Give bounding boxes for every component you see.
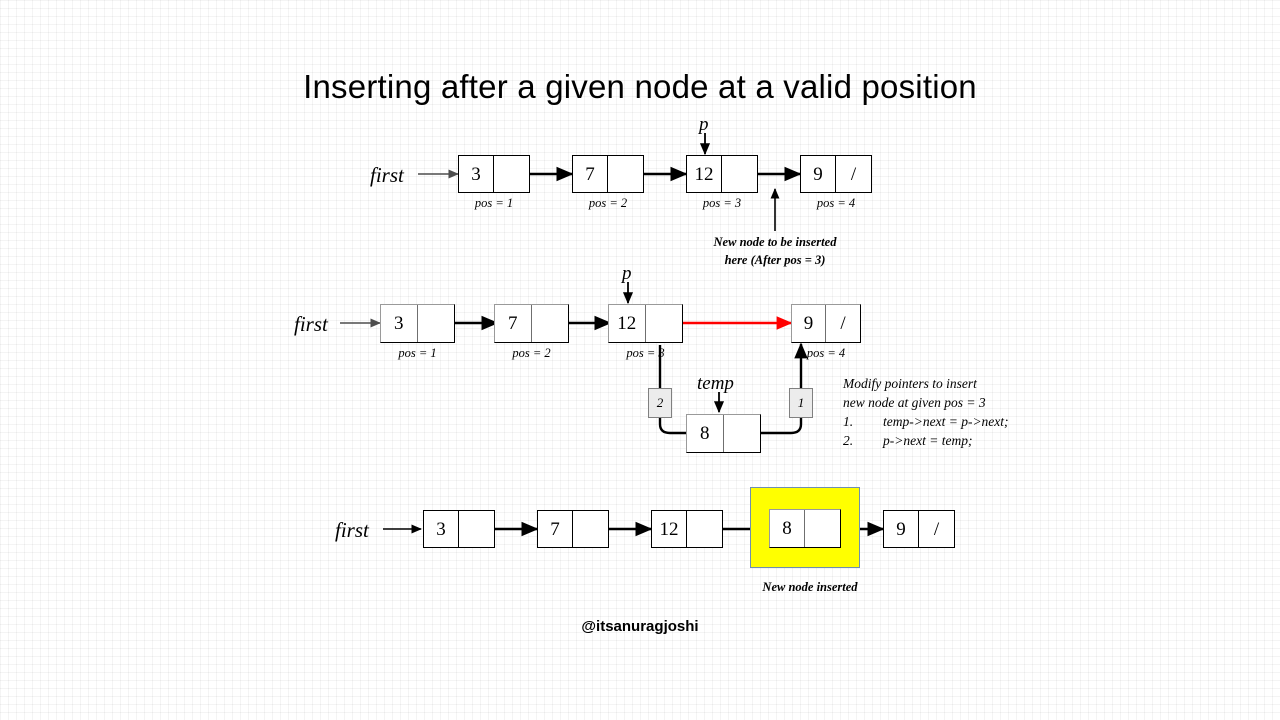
diagram2-node-3-link xyxy=(646,305,683,342)
diagram2-temp-label: temp xyxy=(697,373,734,394)
diagram3-node-5: 9 / xyxy=(883,510,955,548)
diagram1-node-4: 9 / xyxy=(800,155,872,193)
diagram3-node-4-new: 8 xyxy=(769,509,841,548)
diagram2-pos-3: pos = 3 xyxy=(626,346,665,360)
diagram1-insert-caption-line2: here (After pos = 3) xyxy=(724,253,826,268)
diagram2-node-1-data: 3 xyxy=(381,305,418,342)
diagram1-node-1: 3 xyxy=(458,155,530,193)
diagram3-node-1-data: 3 xyxy=(424,511,459,547)
diagram3-node-1: 3 xyxy=(423,510,495,548)
diagram1-node-2: 7 xyxy=(572,155,644,193)
diagram2-pos-1: pos = 1 xyxy=(398,346,437,360)
diagram1-node-3-data: 12 xyxy=(687,156,722,192)
diagram3-head-label: first xyxy=(335,518,369,542)
diagram2-node-1: 3 xyxy=(380,304,455,343)
page-title: Inserting after a given node at a valid … xyxy=(303,68,977,105)
diagram1-arrows xyxy=(418,133,802,231)
diagram1-insert-caption-line1: New node to be inserted xyxy=(713,235,837,249)
diagram3-node-2: 7 xyxy=(537,510,609,548)
diagram3-node-1-link xyxy=(459,511,494,547)
diagram2-node-2-link xyxy=(532,305,569,342)
diagram2-node-4: 9 / xyxy=(791,304,861,343)
diagram2-step-badge-2: 2 xyxy=(648,388,672,418)
diagram3-caption: New node inserted xyxy=(762,580,858,594)
diagram2-temp-node-data: 8 xyxy=(687,415,724,452)
diagram2-notes-step1-num: 1. xyxy=(843,414,854,430)
diagram1-node-3-link xyxy=(722,156,757,192)
diagram2-notes-step2-num: 2. xyxy=(843,433,854,449)
diagram2-temp-node-link xyxy=(724,415,761,452)
diagram2-node-3-data: 12 xyxy=(609,305,646,342)
diagram2-node-3: 12 xyxy=(608,304,683,343)
diagram3-node-3: 12 xyxy=(651,510,723,548)
diagram1-node-3: 12 xyxy=(686,155,758,193)
diagram2-notes-line2: new node at given pos = 3 xyxy=(843,395,986,411)
diagram2-node-4-link: / xyxy=(840,313,846,334)
diagram1-node-4-link: / xyxy=(850,163,857,185)
diagram2-notes-step2-text: p->next = temp; xyxy=(883,433,973,449)
diagram3-node-4-link xyxy=(805,510,840,547)
diagram1-pos-1: pos = 1 xyxy=(474,196,514,210)
diagram3-node-5-data: 9 xyxy=(884,511,919,547)
diagram3-node-3-link xyxy=(687,511,722,547)
diagram2-arrows xyxy=(340,282,808,435)
diagram2-notes-step2: 2. p->next = temp; xyxy=(843,431,1009,450)
diagram2-notes-step1: 1. temp->next = p->next; xyxy=(843,412,1009,431)
diagram2-temp-node: 8 xyxy=(686,414,761,453)
diagram2-notes: Modify pointers to insert new node at gi… xyxy=(843,374,1009,451)
diagram2-step-badge-1: 1 xyxy=(789,388,813,418)
diagram2-node-4-data: 9 xyxy=(792,305,826,342)
diagram2-node-2: 7 xyxy=(494,304,569,343)
diagram1-node-4-data: 9 xyxy=(801,156,836,192)
diagram2-pos-2: pos = 2 xyxy=(512,346,551,360)
diagram3-node-2-link xyxy=(573,511,608,547)
diagram3-node-5-link: / xyxy=(933,518,940,540)
diagram1-head-label: first xyxy=(370,163,404,187)
diagram2-node-2-data: 7 xyxy=(495,305,532,342)
diagram2-node-1-link xyxy=(418,305,455,342)
diagram1-node-1-data: 3 xyxy=(459,156,494,192)
diagram2-pointer-label-p: p xyxy=(622,263,632,284)
diagram1-node-2-data: 7 xyxy=(573,156,608,192)
diagram2-pos-4: pos = 4 xyxy=(806,346,846,360)
diagram1-node-2-link xyxy=(608,156,643,192)
diagram1-insert-caption: New node to be inserted here (After pos … xyxy=(675,233,875,269)
diagram1-pos-4: pos = 4 xyxy=(816,196,856,210)
diagram3-node-4-data: 8 xyxy=(770,510,805,547)
diagram1-node-1-link xyxy=(494,156,529,192)
diagram1-pos-2: pos = 2 xyxy=(588,196,628,210)
diagram2-notes-line1: Modify pointers to insert xyxy=(843,376,977,391)
diagram2-head-label: first xyxy=(294,312,328,336)
author-handle: @itsanuragjoshi xyxy=(581,618,699,635)
diagram2-notes-step1-text: temp->next = p->next; xyxy=(883,414,1009,430)
diagram3-node-2-data: 7 xyxy=(538,511,573,547)
diagram3-node-3-data: 12 xyxy=(652,511,687,547)
diagram1-pos-3: pos = 3 xyxy=(702,196,742,210)
diagram1-pointer-label-p: p xyxy=(699,114,709,135)
